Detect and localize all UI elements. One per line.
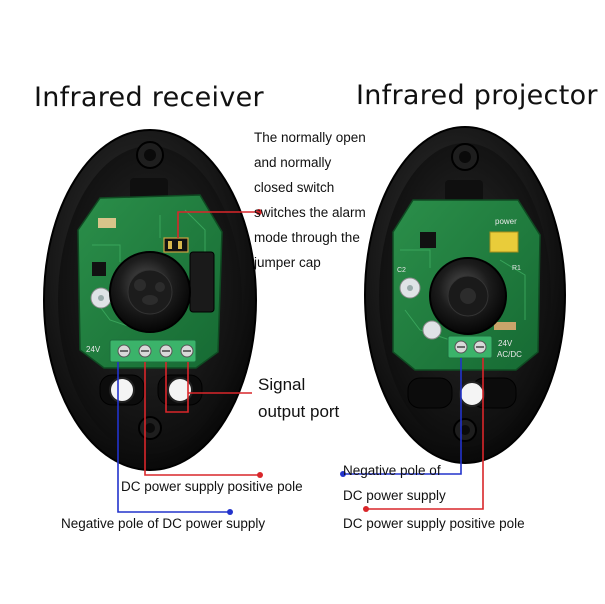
projector-relay bbox=[489, 231, 519, 253]
projector-negative-line: Negative pole of bbox=[343, 463, 441, 478]
receiver-positive-wire bbox=[144, 362, 260, 476]
projector-negative-wire bbox=[343, 358, 462, 475]
signal-output-callout-line bbox=[165, 362, 252, 413]
projector-negative-label: Negative pole of DC power supply bbox=[343, 458, 446, 508]
receiver-voltage-label: 24V bbox=[86, 345, 101, 354]
projector-positive-label: DC power supply positive pole bbox=[343, 516, 525, 531]
jumper-note-line: mode through the bbox=[254, 230, 360, 245]
signal-output-line: output port bbox=[258, 402, 340, 421]
receiver-negative-label: Negative pole of DC power supply bbox=[61, 516, 266, 531]
receiver-title: Infrared receiver bbox=[34, 82, 264, 113]
jumper-note-line: The normally open bbox=[254, 130, 366, 145]
projector-title: Infrared projector bbox=[356, 80, 598, 111]
receiver-negative-wire bbox=[117, 362, 230, 513]
jumper-note-line: jumper cap bbox=[254, 255, 321, 270]
signal-output-line: Signal bbox=[258, 375, 306, 394]
receiver-positive-label: DC power supply positive pole bbox=[121, 479, 303, 494]
projector-device: power C2 R1 24V AC/DC bbox=[364, 126, 566, 464]
jumper-callout-line bbox=[177, 211, 259, 238]
jumper-note: The normally open and normally closed sw… bbox=[254, 125, 366, 275]
jumper-note-line: closed switch bbox=[254, 180, 335, 195]
projector-acdc-label: AC/DC bbox=[497, 350, 522, 359]
jumper-note-line: switches the alarm bbox=[254, 205, 366, 220]
projector-power-label: power bbox=[495, 217, 517, 226]
receiver-terminal-block bbox=[109, 339, 197, 363]
jumper-note-line: and normally bbox=[254, 155, 332, 170]
projector-positive-wire bbox=[366, 358, 484, 510]
receiver-jumper-cap bbox=[163, 237, 189, 253]
projector-r1-label: R1 bbox=[512, 265, 521, 272]
projector-negative-line: DC power supply bbox=[343, 488, 446, 503]
projector-c2-label: C2 bbox=[397, 267, 406, 274]
signal-output-label: Signal output port bbox=[258, 371, 339, 425]
receiver-device: 24V bbox=[43, 129, 257, 471]
projector-voltage-label: 24V bbox=[498, 339, 513, 348]
